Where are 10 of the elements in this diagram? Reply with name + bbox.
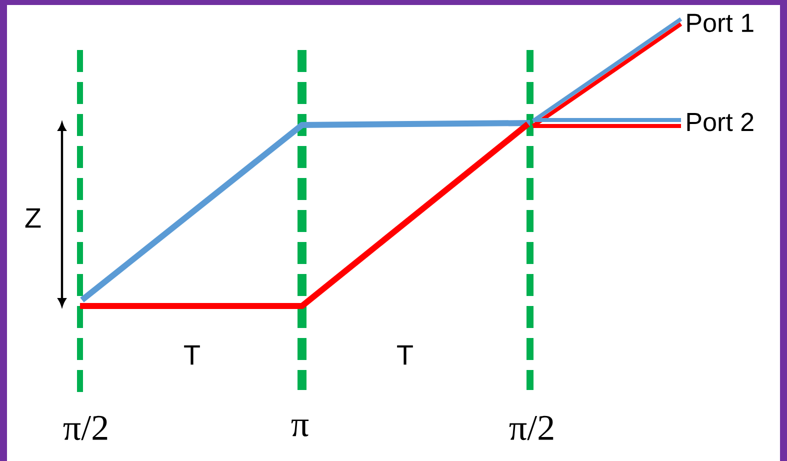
dimension-label: Z [25,208,41,228]
port-label: Port 2 [687,112,754,132]
phase-label: π/2 [63,416,108,440]
segment-label: T [397,345,413,365]
output-line [533,124,681,128]
phase-label: π [291,420,309,436]
port-label: Port 1 [687,14,754,32]
segment-label: T [184,345,200,365]
phase-label: π/2 [509,416,554,440]
output-line [533,118,681,122]
